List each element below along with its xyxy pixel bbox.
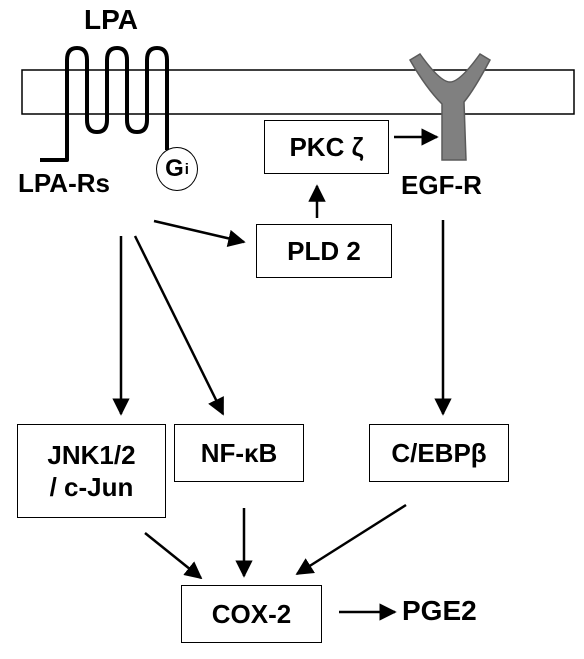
jnk-cjun-box: JNK1/2 / c-Jun [17,424,166,518]
nfkb-box: NF-κB [174,424,304,482]
arrow-cebpb-to-cox2 [295,503,407,576]
egf-receptor-label: EGF-R [401,170,482,200]
arrow-lpars-to-nfkb [133,235,225,416]
pld2-box: PLD 2 [256,224,392,278]
lpa-receptor-icon [40,46,169,162]
cox2-box: COX-2 [181,585,322,643]
arrow-lpars-to-pld2 [153,219,246,247]
jnk-label: JNK1/2 [47,439,136,470]
arrow-jnk-to-cox2 [144,532,203,580]
lpa-label: LPA [84,4,138,35]
gi-subscript: i [184,160,189,178]
cebpb-box: C/EBPβ [369,424,509,482]
cjun-label: / c-Jun [49,472,134,502]
pkc-zeta-box: PKC ζ [264,120,389,174]
egf-receptor-icon [408,53,491,161]
gi-letter: G [165,155,184,182]
pge2-label: PGE2 [402,595,477,626]
cell-membrane [21,69,575,115]
lpa-receptors-label: LPA-Rs [18,168,110,198]
